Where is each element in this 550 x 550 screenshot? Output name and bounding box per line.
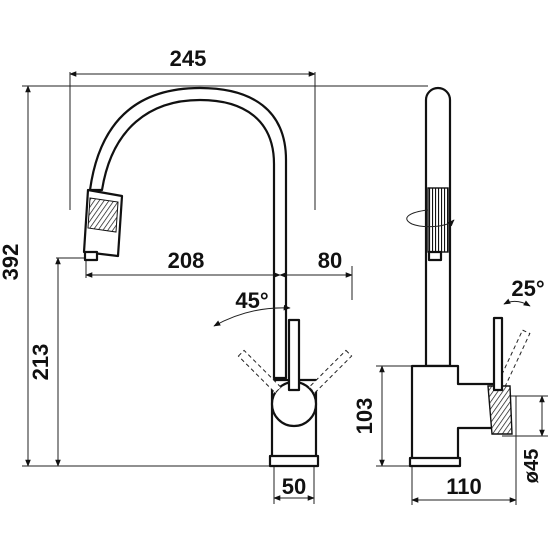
dim-spout-height: 213: [28, 257, 61, 467]
side-grip: [427, 187, 449, 262]
rotation-arrow-icon: [406, 209, 455, 228]
dim-overall-reach: 245: [69, 46, 316, 77]
dim-overall-height: 392: [0, 85, 31, 467]
lever-front: [287, 318, 301, 392]
front-view: 245 392 213 208 80 45° 50: [0, 46, 428, 504]
angle-front-label: 45°: [235, 288, 268, 313]
faucet-base-side: [408, 456, 462, 468]
dim-spout-reach-label: 208: [168, 248, 205, 273]
dim-spout-height-label: 213: [28, 344, 53, 381]
lever-alt-positions-front: [237, 349, 353, 394]
dim-base-front-label: 50: [282, 474, 306, 499]
dim-body-height-label: 103: [352, 398, 377, 435]
handle-cartridge-side: [487, 385, 513, 435]
dim-base-diameter: ø45: [521, 395, 545, 483]
dim-base-front: 50: [273, 474, 315, 501]
dim-lever-offset-label: 80: [318, 248, 342, 273]
extension-lines-front: [22, 72, 428, 504]
dim-body-height: 103: [352, 365, 385, 467]
angle-arc-front: [213, 304, 291, 327]
lever-side: [492, 316, 504, 392]
angle-side-label: 25°: [511, 276, 544, 301]
dim-overall-reach-label: 245: [170, 46, 207, 71]
angle-arc-side: [503, 298, 531, 307]
dim-base-depth: 110: [411, 474, 517, 503]
spray-head: [82, 188, 124, 262]
spout: [88, 86, 288, 380]
dim-base-depth-label: 110: [446, 474, 482, 499]
dim-base-diameter-label: ø45: [521, 449, 543, 483]
dim-overall-height-label: 392: [0, 244, 23, 281]
dim-lever-offset: 80: [279, 248, 353, 278]
dim-spout-reach: 208: [85, 248, 281, 278]
side-view: 25° 103 110 ø45: [352, 86, 548, 505]
faucet-base-front: [268, 454, 320, 468]
